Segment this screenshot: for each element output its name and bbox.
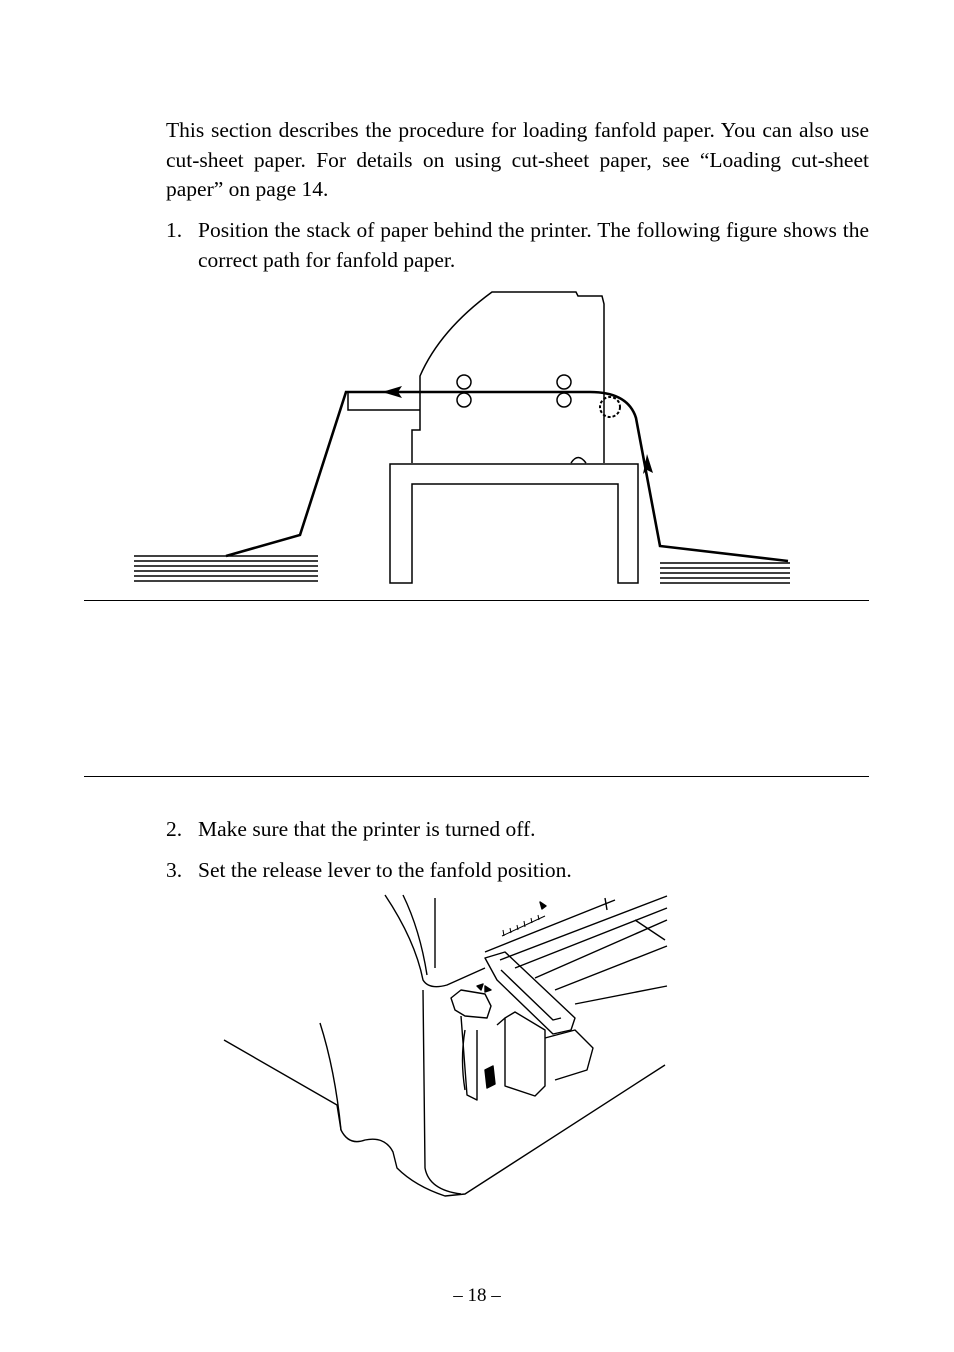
note-bottom-rule — [84, 776, 869, 777]
page-number: – 18 – — [453, 1285, 501, 1306]
note-top-rule — [84, 600, 869, 601]
step-text: Set the release lever to the fanfold pos… — [198, 858, 572, 882]
paper-guide — [347, 393, 420, 411]
paper-path-line — [225, 390, 789, 563]
step-number: 3. — [166, 858, 183, 882]
arrow-up-icon — [643, 454, 653, 474]
step-text: Make sure that the printer is turned off… — [198, 817, 536, 841]
release-lever-figure — [223, 894, 668, 1197]
tractor-sprocket — [599, 396, 621, 418]
arrow-left-icon — [382, 386, 402, 398]
step-3: 3. Set the release lever to the fanfold … — [166, 856, 869, 886]
printer-body — [411, 291, 605, 463]
fanfold-symbol-icon — [484, 1065, 496, 1089]
step-2: 2. Make sure that the printer is turned … — [166, 815, 869, 845]
step-text: Position the stack of paper behind the p… — [198, 218, 869, 272]
tractor-unit — [484, 951, 576, 1035]
step-number: 1. — [166, 218, 183, 242]
left-paper-stack — [134, 555, 318, 582]
step-number: 2. — [166, 817, 183, 841]
release-lever — [450, 989, 492, 1019]
printer-side-outline — [223, 1039, 666, 1197]
printer-stand — [389, 463, 639, 584]
paper-path-figure — [134, 291, 790, 584]
right-paper-stack — [660, 562, 790, 584]
intro-paragraph: This section describes the procedure for… — [166, 118, 869, 201]
step-1: 1. Position the stack of paper behind th… — [166, 216, 869, 275]
